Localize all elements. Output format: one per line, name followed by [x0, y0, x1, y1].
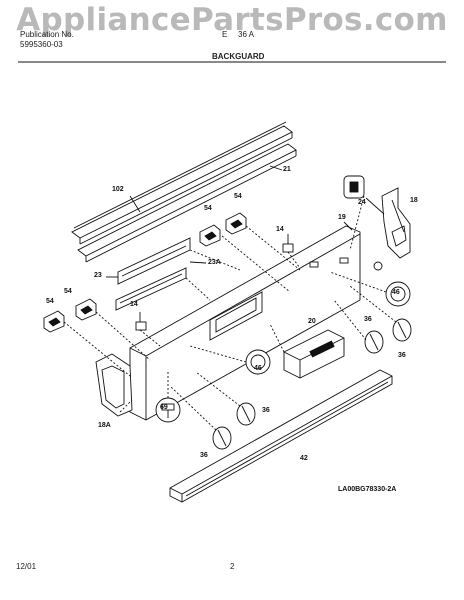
label-36-right-b: 36 — [398, 352, 406, 359]
switch-54-c — [43, 310, 65, 333]
label-24: 24 — [358, 199, 366, 206]
label-46-right: 46 — [392, 289, 400, 296]
label-42: 42 — [300, 455, 308, 462]
model-suffix: 36 A — [238, 30, 255, 39]
assembly-line-11 — [349, 285, 397, 323]
assembly-line-9 — [189, 345, 247, 363]
assembly-line-13 — [169, 385, 217, 431]
label-54-upper-left: 54 — [204, 205, 212, 212]
label-36-lower-a: 36 — [262, 407, 270, 414]
assembly-line-3 — [95, 311, 151, 361]
label-54-left-upper: 54 — [64, 288, 72, 295]
assembly-line-15 — [119, 399, 133, 413]
label-46-lower: 46 — [254, 365, 262, 372]
watermark: AppliancePartsPros.com — [16, 2, 448, 38]
console-panel-19 — [129, 225, 361, 421]
label-19: 19 — [338, 214, 346, 221]
switch-54-b — [225, 212, 247, 235]
label-14-upper: 14 — [276, 226, 284, 233]
footer-date: 12/01 — [16, 562, 37, 571]
front-trim-42 — [169, 369, 393, 503]
trim-strip-21 — [77, 143, 297, 263]
switch-54-d — [75, 298, 97, 321]
end-cap-18a — [95, 353, 133, 417]
label-36-lower-b: 36 — [200, 452, 208, 459]
label-18: 18 — [410, 197, 418, 204]
label-18a: 18A — [98, 422, 111, 429]
assembly-line-16 — [269, 323, 285, 353]
model-prefix: E — [222, 30, 228, 39]
knob-36-d — [212, 426, 232, 450]
knob-36-c — [236, 402, 256, 426]
label-102: 102 — [112, 186, 124, 193]
end-bracket-18 — [381, 187, 411, 259]
assembly-line-1 — [221, 235, 291, 293]
leader-19 — [343, 221, 353, 231]
bracket-23 — [115, 237, 191, 311]
label-23a: 23A — [208, 259, 221, 266]
assembly-line-17 — [189, 249, 241, 271]
assembly-line-6 — [287, 251, 301, 269]
label-36-right-a: 36 — [364, 316, 372, 323]
label-14-lower: 14 — [130, 301, 138, 308]
trim-strip-102 — [71, 121, 293, 245]
leader-24 — [365, 197, 385, 215]
section-title: BACKGUARD — [212, 52, 265, 61]
switch-54-a — [199, 224, 221, 247]
knob-36-a — [364, 330, 384, 354]
footer-page-number: 2 — [230, 562, 235, 571]
assembly-line-18 — [185, 277, 211, 301]
label-21: 21 — [283, 166, 291, 173]
leader-102 — [129, 195, 141, 213]
label-23: 23 — [94, 272, 102, 279]
clock-module-20 — [283, 329, 345, 379]
label-54-upper-right: 54 — [234, 193, 242, 200]
knob-shaft-right — [373, 261, 383, 271]
label-20: 20 — [308, 318, 316, 325]
assembly-line-5 — [139, 329, 161, 347]
leader-21 — [269, 165, 283, 171]
diagram-reference: LA00BG78330-2A — [338, 486, 397, 493]
knob-46-right — [385, 281, 411, 307]
knob-36-b — [392, 318, 412, 342]
leader-23a — [189, 261, 207, 264]
switch-14-lower — [135, 312, 147, 331]
publication-number: 5995360-03 — [20, 40, 63, 49]
screw-69 — [155, 397, 181, 423]
switch-14-upper — [282, 234, 294, 253]
assembly-line-7 — [349, 195, 365, 251]
assembly-line-10 — [333, 299, 367, 341]
label-69: 69 — [160, 404, 168, 411]
label-54-left-lower: 54 — [46, 298, 54, 305]
assembly-line-8 — [329, 271, 387, 293]
clip-24 — [343, 175, 365, 199]
assembly-line-12 — [195, 371, 241, 407]
publication-label: Publication No. — [20, 30, 74, 39]
